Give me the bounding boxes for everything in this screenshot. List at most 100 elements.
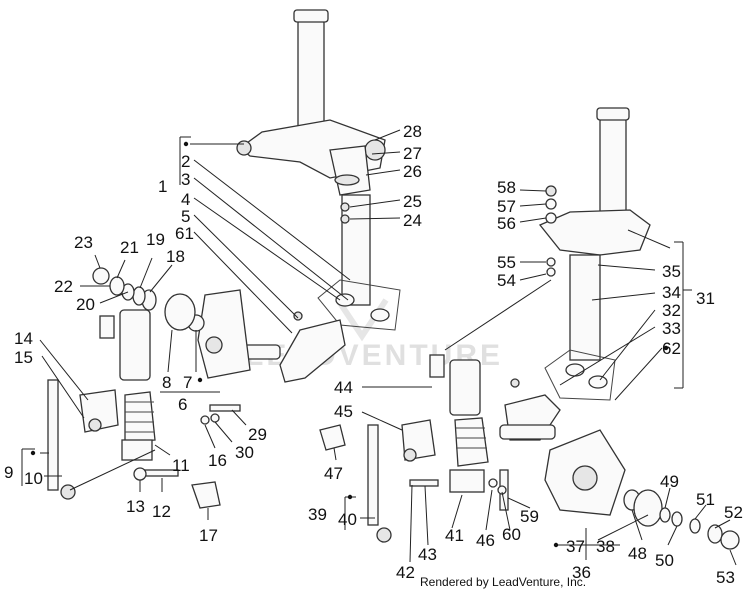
right-ring-38: [633, 489, 663, 527]
callout-36: 36: [572, 563, 591, 582]
right-damper-lower: [449, 469, 485, 493]
right-bolt-small: [510, 378, 520, 388]
callout-6: 6: [178, 395, 187, 414]
left-spring-coils: [125, 401, 154, 433]
callout-44: 44: [334, 378, 353, 397]
left-swing-arm: [279, 319, 346, 383]
right-rod-eye: [376, 527, 392, 543]
left-bearing-ring: [334, 174, 360, 186]
left-washer-16: [200, 415, 210, 425]
callout-49: 49: [660, 472, 679, 491]
left-bolt-29: [209, 404, 241, 412]
callout-5: 5: [181, 207, 190, 226]
callout-58: 58: [497, 178, 516, 197]
left-damper-bolts: [99, 315, 115, 339]
callout-1: 1: [158, 177, 167, 196]
right-nut-58: [545, 185, 557, 197]
callout-62: 62: [662, 339, 681, 358]
callout-18: 18: [166, 247, 185, 266]
callout-35: 35: [662, 262, 681, 281]
callout-37: 37: [566, 537, 585, 556]
callout-46: 46: [476, 531, 495, 550]
callout-8: 8: [162, 373, 171, 392]
left-seal-ring-8: [164, 293, 196, 331]
callout-31: 31: [696, 289, 715, 308]
callout-57: 57: [497, 197, 516, 216]
callout-labels: 28 27 26 25 24 2 1 3 4 5 61 23 21 19 18 …: [4, 122, 743, 587]
callout-45: 45: [334, 402, 353, 421]
right-axle-shaft: [499, 424, 556, 440]
left-seal-b: [370, 308, 390, 322]
left-steering-stem: [297, 19, 325, 131]
callout-32: 32: [662, 301, 681, 320]
left-clip-17: [191, 481, 221, 509]
callout-48: 48: [628, 544, 647, 563]
callout-59: 59: [520, 507, 539, 526]
left-pivot-bracket: [329, 145, 371, 196]
right-spring-coils: [456, 427, 487, 449]
right-damper-spring: [454, 417, 489, 467]
callout-26: 26: [403, 162, 422, 181]
right-damper-body: [449, 359, 481, 416]
right-seal-a: [565, 363, 585, 377]
callout-54: 54: [497, 271, 516, 290]
left-fork-tube: [341, 194, 371, 306]
callout-43: 43: [418, 545, 437, 564]
left-fork-assembly: [47, 9, 401, 509]
left-washer-13: [133, 467, 147, 481]
callout-50: 50: [655, 551, 674, 570]
left-bolt-small: [293, 311, 303, 321]
callout-53: 53: [716, 568, 735, 587]
callout-28: 28: [403, 122, 422, 141]
left-washer-25: [340, 202, 350, 212]
callout-61: 61: [175, 224, 194, 243]
left-damper-body: [119, 309, 151, 381]
right-fork-assembly: [319, 107, 740, 550]
callout-13: 13: [126, 497, 145, 516]
callout-38: 38: [596, 537, 615, 556]
callout-23: 23: [74, 233, 93, 252]
left-seal-a: [335, 293, 355, 307]
callout-42: 42: [396, 563, 415, 582]
left-washer-30: [210, 413, 220, 423]
callout-25: 25: [403, 192, 422, 211]
right-stem-top: [596, 107, 630, 121]
right-hub-bore: [572, 465, 598, 491]
callout-4: 4: [181, 190, 190, 209]
callout-34: 34: [662, 283, 681, 302]
right-caliper-piston: [403, 448, 417, 462]
right-ring-54: [546, 267, 556, 277]
credit-text: Rendered by LeadVenture, Inc.: [420, 575, 586, 589]
callout-24: 24: [403, 211, 422, 230]
callout-16: 16: [208, 451, 227, 470]
callout-56: 56: [497, 214, 516, 233]
right-clip-47: [319, 424, 346, 451]
right-rod-39: [367, 424, 379, 526]
right-cap-53: [720, 530, 740, 550]
callout-15: 15: [14, 348, 33, 367]
right-ring-55: [546, 257, 556, 267]
callout-20: 20: [76, 295, 95, 314]
left-stem-top: [293, 9, 329, 23]
callout-60: 60: [502, 525, 521, 544]
left-clamp-boss: [236, 140, 252, 156]
left-cap-23: [92, 267, 110, 285]
callout-3: 3: [181, 170, 190, 189]
right-bolt-43: [409, 479, 439, 487]
left-clamp-eye: [364, 139, 386, 161]
callout-12: 12: [152, 502, 171, 521]
callout-40: 40: [338, 510, 357, 529]
left-nut-24: [340, 214, 350, 224]
callout-51: 51: [696, 490, 715, 509]
right-ring-52: [707, 524, 723, 544]
callout-47: 47: [324, 464, 343, 483]
callout-17: 17: [199, 526, 218, 545]
callout-9: 9: [4, 463, 13, 482]
callout-39: 39: [308, 505, 327, 524]
right-fork-tube: [569, 254, 601, 361]
callout-2: 2: [181, 152, 190, 171]
right-washer-50: [671, 511, 683, 527]
right-washer-51: [689, 518, 701, 534]
left-damper-lower: [121, 439, 153, 461]
callout-11: 11: [172, 456, 190, 475]
